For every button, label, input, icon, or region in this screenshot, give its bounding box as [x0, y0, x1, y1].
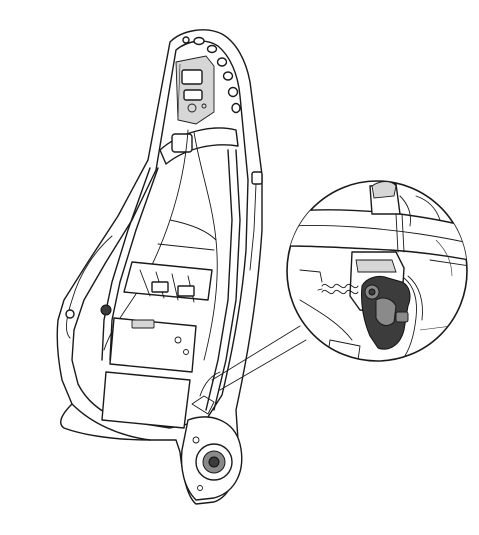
- lumbar-support: [123, 261, 213, 303]
- detail-view: [286, 180, 468, 362]
- left-side-rail: [101, 167, 151, 361]
- lower-skirt: [60, 403, 151, 441]
- upper-bracket: [171, 133, 193, 153]
- right-bracket: [251, 171, 263, 185]
- cable-clip: [65, 309, 75, 319]
- detail-spring: [317, 283, 359, 295]
- side-cable: [65, 235, 113, 339]
- seat-back-frame: [56, 29, 263, 505]
- right-side-rail: [213, 149, 241, 411]
- lower-back-panel: [101, 317, 197, 429]
- inner-frame-edge: [71, 40, 249, 429]
- callout-leader: [211, 325, 307, 391]
- frame-holes: [182, 36, 241, 114]
- connector-left: [100, 304, 112, 316]
- detail-rail: [289, 209, 467, 263]
- recliner-pivot: [180, 371, 243, 501]
- control-module: [175, 55, 215, 125]
